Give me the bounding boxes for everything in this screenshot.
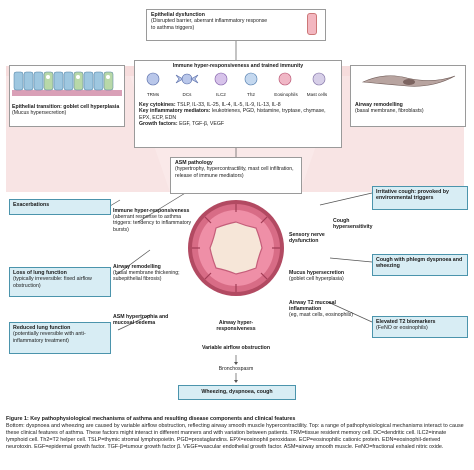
asm-hypertrophia-label: ASM hypertrophia and mucosal oedema: [113, 314, 183, 326]
bronchospasm-label: Bronchospasm: [196, 366, 276, 372]
epithelial-dysfunction-body: (Disrupted barrier, aberrant inflammator…: [151, 18, 268, 31]
mucus-title: Mucus hypersecretion: [289, 270, 345, 276]
immunity-box: Immune hyper-responsiveness and trained …: [134, 60, 342, 148]
airway-cross-section: [188, 200, 284, 296]
t2-biomarkers-body: (FeNO or eosinophils): [376, 325, 428, 332]
immunity-title: Immune hyper-responsiveness and trained …: [172, 63, 304, 69]
t2-biomarkers-box: Elevated T2 biomarkers (FeNO or eosinoph…: [372, 316, 468, 338]
cytokines-text: TSLP, IL-33, IL-25, IL-4, IL-5, IL-9, IL…: [175, 102, 281, 108]
goblet-cell-box: Epithelial transition: goblet cell hyper…: [9, 65, 125, 127]
goblet-cells-illustration: [12, 71, 122, 96]
t2-inflam-title: Airway T2 mucosal inflammation: [289, 300, 336, 313]
mediators-text: leukotrienes, PGD, histamine, tryptase, …: [139, 108, 326, 121]
airway-hyper-label: Airway hyper-responsiveness: [200, 320, 272, 332]
caption-lead: Figure 1: Key pathophysiological mechani…: [6, 416, 296, 422]
airway-remodelling-body: (basal membrane thickening; subepithelia…: [113, 270, 180, 283]
figure-caption: Figure 1: Key pathophysiological mechani…: [6, 416, 468, 451]
cell-label-eosinophils: Eosinophils: [274, 92, 298, 97]
airway-remodelling-title: Airway remodelling: [113, 264, 161, 270]
reduced-lung-box: Reduced lung function (potentially rever…: [9, 322, 111, 354]
cough-phlegm-box: Cough with phlegm dyspnoea and wheezing: [372, 254, 468, 276]
sensory-nerve-title: Sensory nerve dysfunction: [289, 232, 325, 245]
caption-text: Bottom: dyspnoea and wheezing are caused…: [6, 422, 464, 450]
epithelial-dysfunction-box: Epithelial dysfunction (Disrupted barrie…: [146, 9, 326, 41]
goblet-body: (Mucus hypersecretion): [12, 110, 67, 117]
epithelial-cell-icon: [307, 13, 317, 35]
wheezing-box: Wheezing, dyspnoea, cough: [178, 385, 296, 400]
reduced-lung-title: Reduced lung function: [13, 325, 71, 331]
immune-hyper-body: (aberrant response to asthma triggers: t…: [113, 214, 192, 233]
growth-label: Growth factors:: [139, 120, 178, 127]
cell-label-trms: TRMs: [146, 92, 160, 97]
growth-text: EGF, TGF-β, VEGF: [177, 120, 225, 127]
cell-label-mast-cells: Mast cells: [306, 92, 328, 97]
mucus-hypersecretion-label: Mucus hypersecretion (goblet cell hyperp…: [289, 270, 367, 282]
epithelial-dysfunction-title: Epithelial dysfunction: [151, 12, 205, 18]
cough-hypersensitivity-title: Cough hypersensitivity: [333, 218, 373, 231]
irritative-cough-box: Irritative cough: provoked by environmen…: [372, 186, 468, 210]
variable-obstruction-label: Variable airflow obstruction: [186, 345, 286, 351]
asm-pathology-box: ASM pathology (hypertrophy, hypercontrac…: [170, 157, 302, 194]
cytokines-label: Key cytokines:: [139, 102, 176, 108]
immune-hyper-label: Immune hyper-responsiveness (aberrant re…: [113, 208, 201, 233]
immune-hyper-title: Immune hyper-responsiveness: [113, 208, 190, 214]
t2-inflammation-label: Airway T2 mucosal inflammation (eg, mast…: [289, 300, 367, 319]
sensory-nerve-label: Sensory nerve dysfunction: [289, 232, 341, 244]
remodel-top-title: Airway remodelling: [355, 102, 403, 108]
t2-biomarkers-title: Elevated T2 biomarkers: [376, 319, 436, 325]
fibroblast-illustration: [361, 75, 456, 87]
lung-loss-box: Loss of lung function (typically irrever…: [9, 267, 111, 297]
variable-obstruction-title: Variable airflow obstruction: [201, 345, 271, 351]
cell-label-th2: Th2: [247, 92, 255, 97]
lung-loss-body: (typically irreversible: fixed airflow o…: [13, 276, 92, 289]
exacerbations-title: Exacerbations: [13, 202, 50, 208]
wheezing-title: Wheezing, dyspnoea, cough: [201, 389, 273, 395]
remodel-top-body: (basal membrane, fibroblasts): [355, 108, 424, 115]
mucus-body: (goblet cell hyperplasia): [289, 276, 344, 283]
asm-hypertrophia-title: ASM hypertrophia and mucosal oedema: [113, 314, 169, 327]
irritative-cough-title: Irritative cough: provoked by environmen…: [376, 189, 449, 202]
airway-remodelling-label: Airway remodelling (basal membrane thick…: [113, 264, 183, 283]
cell-label-dcs: DCs: [182, 92, 192, 97]
lung-loss-title: Loss of lung function: [13, 270, 67, 276]
t2-inflam-body: (eg, mast cells, eosinophils): [289, 312, 354, 319]
cough-hypersensitivity-label: Cough hypersensitivity: [333, 218, 377, 230]
airway-hyper-title: Airway hyper-responsiveness: [216, 320, 256, 333]
mediators-label: Key inflammatory mediators:: [139, 108, 211, 115]
cough-phlegm-title: Cough with phlegm dyspnoea and wheezing: [376, 257, 463, 270]
bronchospasm-title: Bronchospasm: [218, 366, 254, 372]
airway-remodelling-top-box: Airway remodelling (basal membrane, fibr…: [350, 65, 466, 127]
asm-pathology-body: (hypertrophy, hypercontractility, mast c…: [175, 166, 294, 179]
cell-label-ilc2: ILC2: [216, 92, 226, 97]
reduced-lung-body: (potentially reversible with anti-inflam…: [13, 331, 86, 344]
exacerbations-box: Exacerbations: [9, 199, 111, 215]
goblet-title: Epithelial transition: goblet cell hyper…: [12, 104, 120, 110]
asm-pathology-title: ASM pathology: [175, 160, 213, 166]
immune-cells-illustration: [146, 72, 326, 86]
